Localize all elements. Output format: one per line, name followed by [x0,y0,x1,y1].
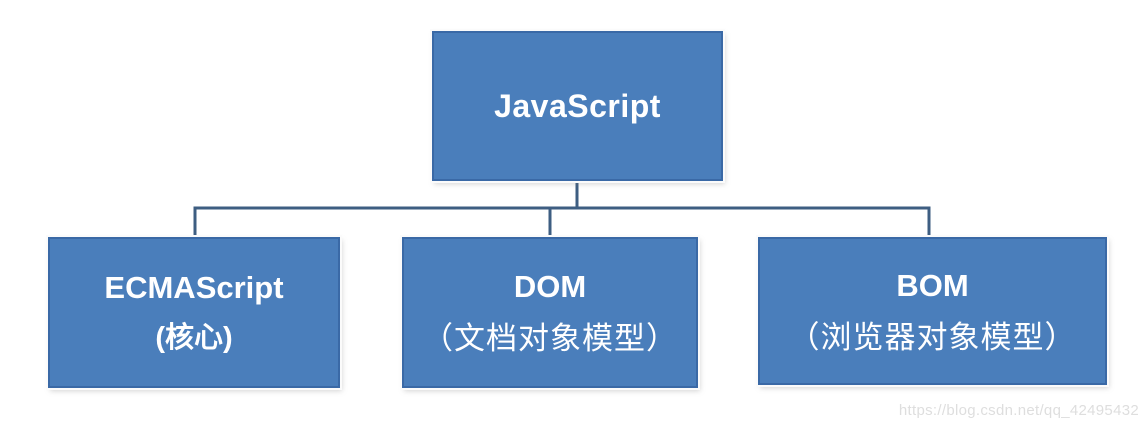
node-ecmascript-subtitle: (核心) [155,322,233,354]
node-ecmascript: ECMAScript (核心) [48,237,340,388]
node-dom: DOM （文档对象模型） [402,237,698,388]
node-ecmascript-title: ECMAScript [104,270,284,305]
node-dom-subtitle: （文档对象模型） [422,321,678,356]
node-dom-title: DOM [513,269,587,304]
node-bom-subtitle: （浏览器对象模型） [788,319,1077,355]
node-bom-title: BOM [896,267,969,303]
node-javascript: JavaScript [432,31,723,181]
node-javascript-label: JavaScript [494,87,661,124]
watermark-text: https://blog.csdn.net/qq_42495432 [898,402,1139,419]
node-bom: BOM （浏览器对象模型） [758,237,1107,385]
